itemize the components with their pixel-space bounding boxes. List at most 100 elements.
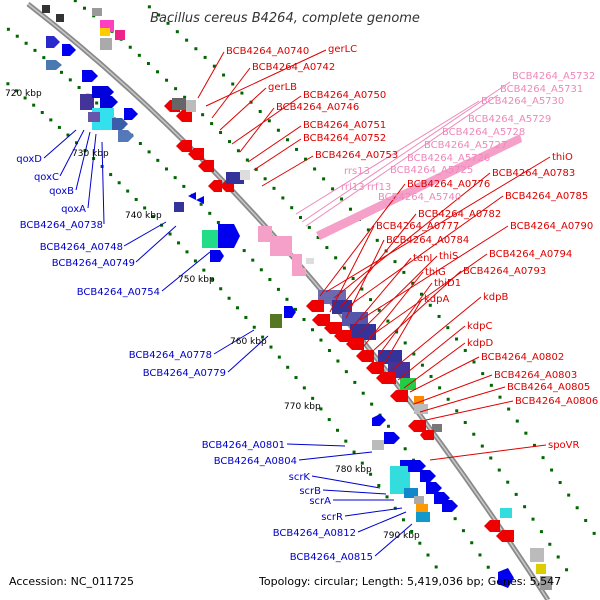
gene-box[interactable] — [202, 230, 218, 248]
gene-label[interactable]: BCB4264_A0777 — [376, 221, 459, 232]
rna-label[interactable]: BCB4264_A5725 — [390, 165, 473, 176]
gene-box[interactable] — [115, 30, 125, 40]
gene-box[interactable] — [500, 508, 512, 518]
gene-label[interactable]: scrB — [299, 486, 321, 497]
gene-arrow[interactable] — [112, 118, 128, 130]
gene-label[interactable]: BCB4264_A0746 — [276, 102, 359, 113]
gene-box[interactable] — [270, 314, 282, 328]
gene-box[interactable] — [390, 466, 410, 494]
gene-box[interactable] — [186, 100, 196, 112]
gene-arrow[interactable] — [366, 362, 384, 374]
gene-arrow[interactable] — [356, 350, 374, 362]
gene-box[interactable] — [306, 258, 314, 264]
gene-arrow[interactable] — [62, 44, 76, 56]
gene-arrow[interactable] — [408, 420, 426, 432]
gene-label[interactable]: gerLB — [268, 82, 297, 93]
rna-label[interactable]: rrl13 — [341, 182, 365, 193]
gene-box[interactable] — [350, 324, 376, 340]
gene-arrow[interactable] — [408, 460, 426, 472]
gene-arrow[interactable] — [188, 192, 196, 200]
gene-box[interactable] — [416, 512, 430, 522]
gene-arrow[interactable] — [484, 520, 500, 532]
gene-box[interactable] — [100, 28, 110, 36]
gene-label[interactable]: BCB4264_A0803 — [494, 370, 577, 381]
gene-arrow[interactable] — [176, 140, 192, 152]
rrna-box[interactable] — [258, 226, 272, 242]
gene-arrow[interactable] — [376, 372, 396, 384]
gene-label[interactable]: BCB4264_A0740 — [226, 46, 309, 57]
gene-label[interactable]: kdpB — [483, 292, 508, 303]
gene-arrow[interactable] — [334, 330, 352, 342]
gene-label[interactable]: BCB4264_A0742 — [252, 62, 335, 73]
gene-arrow[interactable] — [210, 250, 224, 262]
gene-arrow[interactable] — [100, 96, 118, 108]
gene-label[interactable]: BCB4264_A0793 — [463, 266, 546, 277]
gene-label[interactable]: BCB4264_A0783 — [492, 168, 575, 179]
gene-label[interactable]: kdpD — [467, 338, 493, 349]
gene-label[interactable]: BCB4264_A0806 — [515, 396, 598, 407]
gene-arrow[interactable] — [384, 432, 400, 444]
rna-label[interactable]: BCB4264_A5740 — [378, 192, 461, 203]
gene-label[interactable]: BCB4264_A0754 — [77, 287, 160, 298]
gene-arrow[interactable] — [390, 390, 408, 402]
gene-arrow[interactable] — [306, 300, 324, 312]
gene-label[interactable]: qoxA — [61, 204, 86, 215]
gene-label[interactable]: BCB4264_A0815 — [290, 552, 373, 563]
gene-label[interactable]: qoxD — [16, 154, 42, 165]
gene-box[interactable] — [174, 202, 184, 212]
gene-arrow[interactable] — [420, 430, 434, 440]
gene-label[interactable]: BCB4264_A0790 — [510, 221, 593, 232]
gene-label[interactable]: BCB4264_A0801 — [202, 440, 285, 451]
gene-label[interactable]: kdpC — [467, 321, 492, 332]
gene-box[interactable] — [540, 576, 552, 590]
gene-label[interactable]: BCB4264_A0794 — [489, 249, 572, 260]
rna-label[interactable]: BCB4264_A5731 — [500, 84, 583, 95]
gene-label[interactable]: kdpA — [424, 294, 449, 305]
gene-arrow[interactable] — [46, 36, 60, 48]
gene-label[interactable]: BCB4264_A0805 — [507, 382, 590, 393]
gene-arrow[interactable] — [188, 148, 204, 160]
gene-label[interactable]: BCB4264_A0804 — [214, 456, 297, 467]
gene-arrow[interactable] — [442, 500, 458, 512]
gene-label[interactable]: gerLC — [328, 44, 357, 55]
gene-label[interactable]: qoxB — [49, 186, 74, 197]
gene-label[interactable]: BCB4264_A0750 — [303, 90, 386, 101]
gene-box[interactable] — [80, 94, 94, 110]
gene-label[interactable]: scrA — [309, 496, 331, 507]
gene-arrow[interactable] — [218, 224, 240, 248]
gene-box[interactable] — [88, 112, 100, 122]
rrna-box[interactable] — [270, 236, 292, 256]
gene-box[interactable] — [42, 5, 50, 13]
gene-label[interactable]: qoxC — [34, 172, 59, 183]
gene-box[interactable] — [432, 424, 442, 432]
gene-label[interactable]: BCB4264_A0748 — [40, 242, 123, 253]
gene-arrow[interactable] — [324, 322, 342, 334]
rna-label[interactable]: BCB4264_A5727 — [424, 140, 507, 151]
gene-label[interactable]: tenI — [413, 253, 432, 264]
gene-arrow[interactable] — [498, 568, 514, 588]
gene-label[interactable]: BCB4264_A0779 — [143, 368, 226, 379]
rna-label[interactable]: BCB4264_A5729 — [468, 114, 551, 125]
gene-label[interactable]: BCB4264_A0785 — [505, 191, 588, 202]
gene-arrow[interactable] — [496, 530, 514, 542]
gene-box[interactable] — [226, 172, 244, 184]
gene-box[interactable] — [172, 98, 186, 110]
gene-label[interactable]: BCB4264_A0738 — [20, 220, 103, 231]
gene-arrow[interactable] — [198, 160, 214, 172]
rna-label[interactable]: rrs13 — [344, 166, 370, 177]
gene-arrow[interactable] — [420, 470, 436, 482]
gene-arrow[interactable] — [284, 306, 296, 318]
rna-label[interactable]: BCB4264_A5726 — [407, 153, 490, 164]
rna-label[interactable]: BCB4264_A5732 — [512, 71, 595, 82]
gene-arrow[interactable] — [46, 60, 62, 70]
rna-label[interactable]: rrf13 — [367, 182, 391, 193]
gene-box[interactable] — [378, 350, 402, 364]
gene-label[interactable]: scrK — [289, 472, 311, 483]
gene-label[interactable]: BCB4264_A0751 — [303, 120, 386, 131]
gene-box[interactable] — [414, 496, 424, 504]
gene-label[interactable]: spoVR — [548, 440, 580, 451]
gene-label[interactable]: BCB4264_A0752 — [303, 133, 386, 144]
gene-label[interactable]: BCB4264_A0776 — [407, 179, 490, 190]
gene-arrow[interactable] — [176, 110, 192, 122]
gene-arrow[interactable] — [196, 196, 204, 204]
